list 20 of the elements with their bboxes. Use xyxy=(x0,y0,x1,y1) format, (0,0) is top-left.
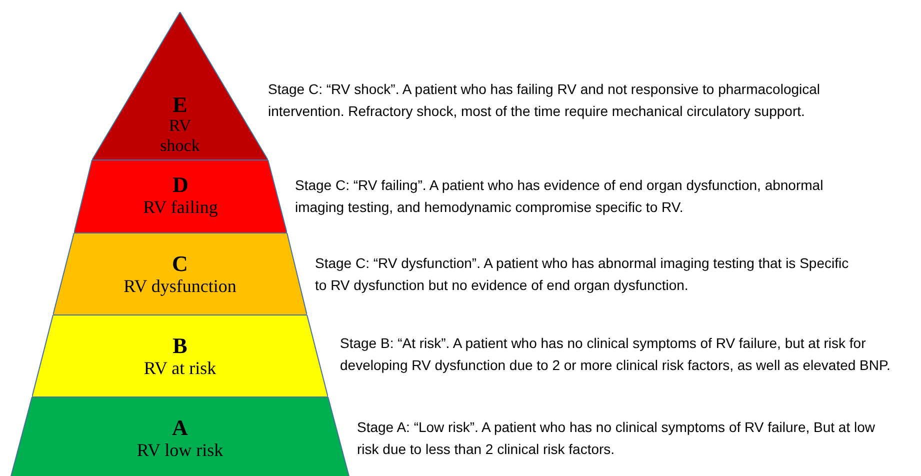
pyramid-band xyxy=(32,315,328,397)
stage-description: Stage C: “RV dysfunction”. A patient who has abnormal imaging testing that is Specific to RV dysfunction but no evidence of end organ dysfunction. xyxy=(315,254,850,295)
stage-description: Stage B: “At risk”. A patient who has no clinical symptoms of RV failure, but at risk for developing RV dysfunction due to 2 or more clinical risk factors, as well as elevated BNP. xyxy=(340,334,892,375)
stage-name: RV low risk xyxy=(136,439,224,461)
pyramid-apex-band xyxy=(92,12,268,160)
stage-description: Stage C: “RV failing”. A patient who has evidence of end organ dysfunction, abnormal imaging testing, and hemodynamic compromise specific to RV. xyxy=(295,176,824,217)
stage-name: RV shock xyxy=(159,116,201,156)
pyramid-band xyxy=(10,397,350,476)
stage-letter: D xyxy=(172,174,188,196)
stage-name: RV failing xyxy=(143,196,218,218)
pyramid-band xyxy=(74,160,287,233)
pyramid-band xyxy=(53,233,307,315)
stage-name: RV dysfunction xyxy=(124,275,236,297)
stage-letter: A xyxy=(172,417,188,439)
stage-description: Stage A: “Low risk”. A patient who has no clinical symptoms of RV failure, But at low risk due to less than 2 clinical risk factors. xyxy=(357,418,876,459)
stage-letter: B xyxy=(172,335,188,357)
stage-letter: C xyxy=(172,253,188,275)
stage-name: RV at risk xyxy=(144,357,216,379)
stage-letter: E xyxy=(172,94,188,116)
stage-description: Stage C: “RV shock”. A patient who has failing RV and not responsive to pharmacological intervention. Refractory shock, most of the time require mechanical circulatory support. xyxy=(268,80,822,121)
